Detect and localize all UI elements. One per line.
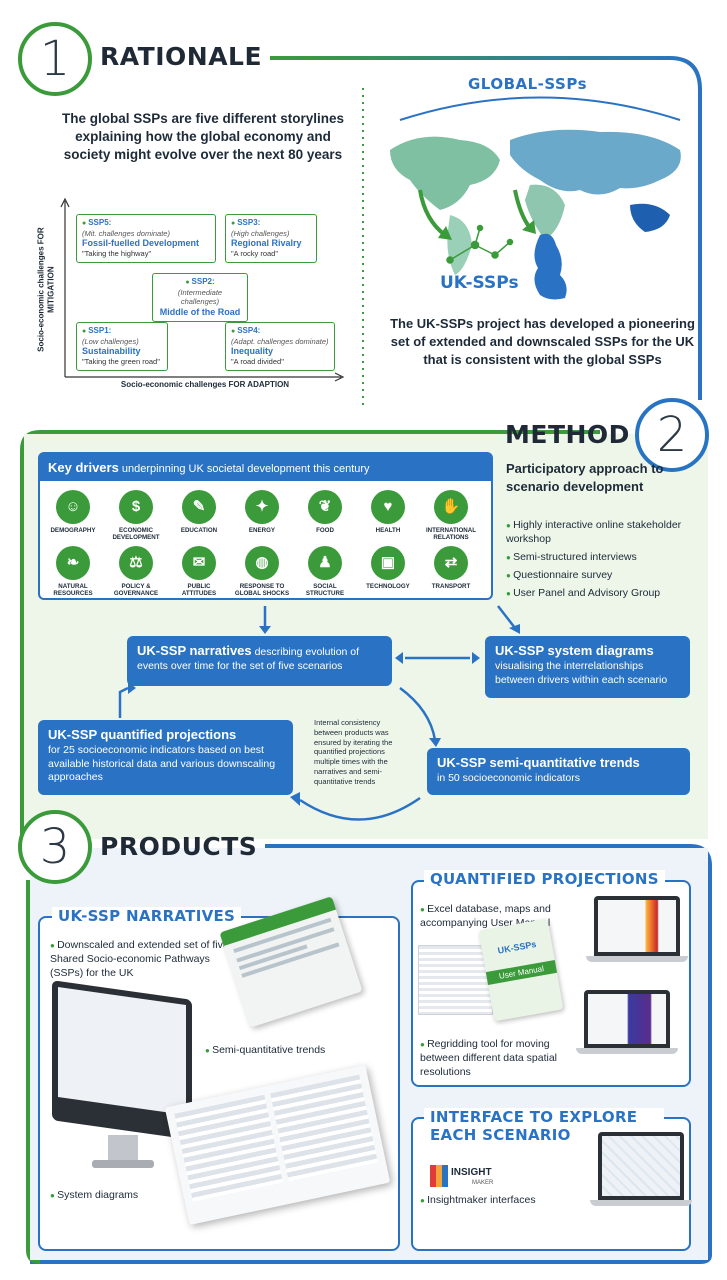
laptop-interface (590, 1132, 692, 1206)
laptop-map-2 (576, 990, 678, 1054)
driver-label: TECHNOLOGY (366, 583, 410, 590)
consistency-note: Internal consistency between products wa… (314, 718, 393, 786)
interface-bullet: Insightmaker interfaces (420, 1193, 570, 1207)
driver-policy-governance: ⚖ POLICY & GOVERNANCE (107, 546, 165, 597)
rationale-intro: The global SSPs are five different story… (61, 111, 345, 163)
ssp1-box: SSP1: (Low challenges) Sustainability "T… (76, 322, 168, 371)
rationale-title: RATIONALE (100, 42, 263, 71)
driver-public-attitudes: ✉ PUBLIC ATTITUDES (170, 546, 228, 597)
semi-quantitative-label: Semi-quantitative trends (205, 1043, 355, 1057)
system-diagrams-box: UK-SSP system diagrams visualising the i… (485, 636, 690, 698)
driver-label: RESPONSE TO GLOBAL SHOCKS (234, 583, 290, 598)
driver-label: ECONOMIC DEVELOPMENT (112, 527, 160, 542)
quantified-bullet-regridding: Regridding tool for moving between diffe… (420, 1037, 585, 1080)
people-icon: ☺ (56, 490, 90, 524)
system-diagrams-label: System diagrams (50, 1188, 180, 1202)
narratives-product-bullet: Downscaled and extended set of five Shar… (50, 938, 230, 981)
food-icon: ❦ (308, 490, 342, 524)
driver-label: NATURAL RESOURCES (53, 583, 93, 598)
driver-technology: ▣ TECHNOLOGY (359, 546, 417, 590)
section-number-3: 3 (18, 810, 92, 884)
global-ssps-label: GLOBAL-SSPs (468, 75, 588, 93)
transport-icon: ⇄ (434, 546, 468, 580)
section-number-2: 2 (635, 398, 709, 472)
driver-label: EDUCATION (180, 527, 218, 534)
project-description: The UK-SSPs project has developed a pion… (390, 316, 695, 368)
method-title: METHOD (505, 420, 630, 449)
participatory-item-1: Highly interactive online stakeholder wo… (506, 518, 696, 546)
driver-label: ENERGY (248, 527, 276, 534)
driver-education: ✎ EDUCATION (170, 490, 228, 534)
money-icon: $ (119, 490, 153, 524)
y-axis-label: Socio-economic challenges FOR MITIGATION (36, 227, 55, 352)
driver-label: DEMOGRAPHY (50, 527, 96, 534)
ssp5-box: SSP5: (Mit. challenges dominate) Fossil-… (76, 214, 216, 263)
leaf-icon: ❧ (56, 546, 90, 580)
education-icon: ✎ (182, 490, 216, 524)
section-number-1: 1 (18, 22, 92, 96)
driver-energy: ✦ ENERGY (233, 490, 291, 534)
driver-economic-development: $ ECONOMIC DEVELOPMENT (107, 490, 165, 541)
quantified-projections-box: UK-SSP quantified projections for 25 soc… (38, 720, 293, 795)
driver-label: SOCIAL STRUCTURE (305, 583, 345, 598)
driver-label: TRANSPORT (431, 583, 471, 590)
driver-label: PUBLIC ATTITUDES (181, 583, 217, 598)
ssp2-box: SSP2: (Intermediate challenges) Middle o… (152, 273, 248, 322)
driver-label: INTERNATIONAL RELATIONS (425, 527, 477, 542)
social-icon: ♟ (308, 546, 342, 580)
driver-label: HEALTH (375, 527, 401, 534)
participatory-title: Participatory approach to scenario devel… (506, 461, 664, 494)
global-uk-map-graphic (390, 96, 681, 300)
products-title: PRODUCTS (100, 832, 258, 861)
quantified-product-title: QUANTIFIED PROJECTIONS (424, 870, 665, 888)
laptop-map-1 (586, 896, 688, 962)
policy-icon: ⚖ (119, 546, 153, 580)
ssp4-box: SSP4: (Adapt. challenges dominate) Inequ… (225, 322, 335, 371)
semi-quantitative-box: UK-SSP semi-quantitative trends in 50 so… (427, 748, 690, 795)
driver-demography: ☺ DEMOGRAPHY (44, 490, 102, 534)
narratives-box: UK-SSP narratives describing evolution o… (127, 636, 392, 686)
participatory-item-2: Semi-structured interviews (506, 550, 696, 564)
handshake-icon: ✋ (434, 490, 468, 524)
insightmaker-logo-icon (430, 1165, 448, 1187)
participatory-item-3: Questionnaire survey (506, 568, 696, 582)
driver-international-relations: ✋ INTERNATIONAL RELATIONS (422, 490, 480, 541)
ssp3-box: SSP3: (High challenges) Regional Rivalry… (225, 214, 317, 263)
health-icon: ♥ (371, 490, 405, 524)
energy-icon: ✦ (245, 490, 279, 524)
driver-response-to-global-shocks: ◍ RESPONSE TO GLOBAL SHOCKS (233, 546, 291, 597)
method-flow-arrows (118, 605, 520, 821)
computer-icon: ▣ (371, 546, 405, 580)
driver-food: ❦ FOOD (296, 490, 354, 534)
driver-label: FOOD (316, 527, 334, 534)
globe-icon: ◍ (245, 546, 279, 580)
insightmaker-logo-sub: MAKER (472, 1180, 494, 1186)
x-axis-label: Socio-economic challenges FOR ADAPTION (120, 380, 290, 389)
driver-transport: ⇄ TRANSPORT (422, 546, 480, 590)
speech-icon: ✉ (182, 546, 216, 580)
driver-label: POLICY & GOVERNANCE (113, 583, 159, 598)
driver-natural-resources: ❧ NATURAL RESOURCES (44, 546, 102, 597)
ssp-matrix-axes (60, 197, 345, 382)
driver-health: ♥ HEALTH (359, 490, 417, 534)
narratives-product-title: UK-SSP NARRATIVES (52, 907, 242, 925)
key-drivers-header: Key drivers underpinning UK societal dev… (40, 454, 491, 481)
driver-social-structure: ♟ SOCIAL STRUCTURE (296, 546, 354, 597)
uk-ssps-logo-text: UK-SSPs (440, 273, 519, 293)
participatory-item-4: User Panel and Advisory Group (506, 586, 696, 600)
insightmaker-logo-text: INSIGHT (451, 1167, 492, 1178)
excel-sheet-image (418, 945, 493, 1015)
monitor-base (92, 1160, 154, 1168)
